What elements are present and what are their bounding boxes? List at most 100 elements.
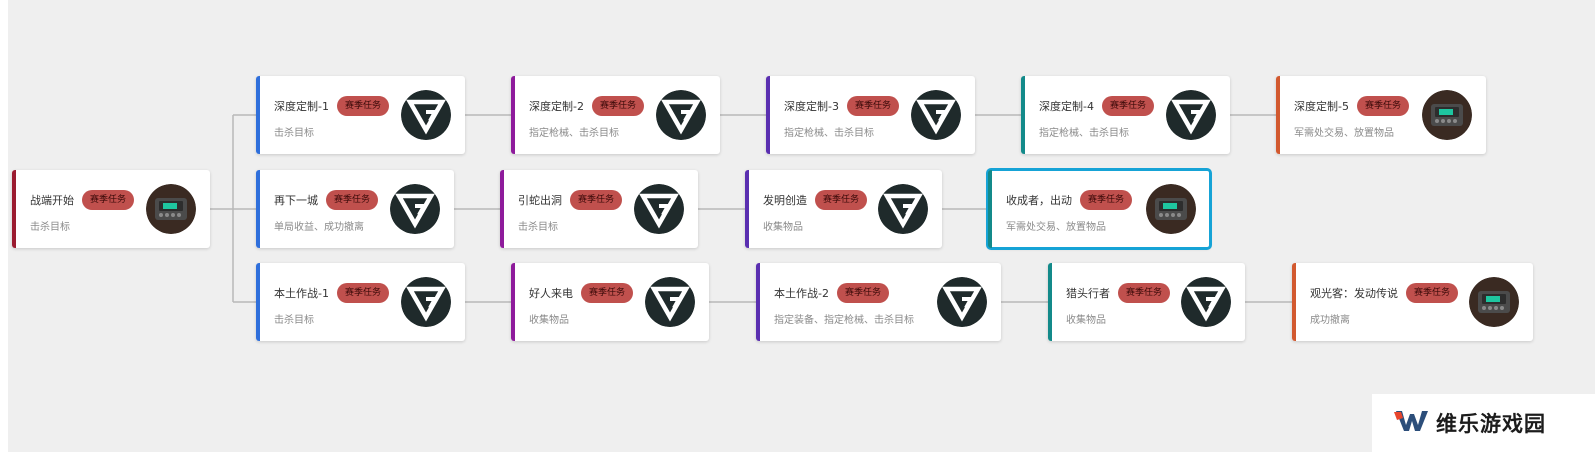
quest-title: 引蛇出洞 (518, 194, 562, 207)
card-title-row: 深度定制-1 赛季任务 (274, 96, 389, 116)
g-logo-icon (656, 90, 706, 140)
quest-title: 猎头行者 (1066, 287, 1110, 300)
card-accent-bar (756, 263, 760, 341)
card-title-row: 发明创造赛季任务 (763, 190, 868, 210)
quest-card-r3c2[interactable]: 好人来电赛季任务收集物品 (511, 263, 709, 341)
quest-title: 好人来电 (529, 287, 573, 300)
quest-objectives: 击杀目标 (274, 128, 314, 139)
quest-objectives: 击杀目标 (518, 222, 558, 233)
quest-card-r1c2[interactable]: 深度定制-2 赛季任务指定枪械、击杀目标 (511, 76, 720, 154)
g-logo-icon (937, 277, 987, 327)
brand-name: 维乐游戏园 (1436, 412, 1546, 436)
g-logo-icon (878, 184, 928, 234)
quest-title: 战端开始 (30, 194, 74, 207)
card-title-row: 深度定制-4 赛季任务 (1039, 96, 1154, 116)
season-task-badge: 赛季任务 (591, 96, 644, 116)
quest-objectives: 收集物品 (763, 222, 803, 233)
card-title-row: 猎头行者赛季任务 (1066, 283, 1171, 303)
card-accent-bar (256, 263, 260, 341)
quest-title: 收成者，出动 (1006, 194, 1072, 207)
quest-card-r3c5[interactable]: 观光客：发动传说赛季任务成功撤离 (1292, 263, 1533, 341)
card-title-row: 再下一城赛季任务 (274, 190, 379, 210)
season-task-badge: 赛季任务 (836, 283, 889, 303)
quest-objectives: 指定装备、指定枪械、击杀目标 (774, 315, 914, 326)
quest-objectives: 击杀目标 (30, 222, 70, 233)
g-logo-icon (401, 277, 451, 327)
card-accent-bar (500, 170, 504, 248)
quest-title: 深度定制-1 (274, 100, 329, 113)
card-accent-bar (1276, 76, 1280, 154)
g-logo-icon (390, 184, 440, 234)
quest-objectives: 收集物品 (529, 315, 569, 326)
card-title-row: 深度定制-5 赛季任务 (1294, 96, 1409, 116)
quest-title: 再下一城 (274, 194, 318, 207)
season-task-badge: 赛季任务 (1080, 190, 1133, 210)
left-edge-strip (0, 0, 8, 452)
season-task-badge: 赛季任务 (570, 190, 623, 210)
quest-card-r2c1[interactable]: 再下一城赛季任务单局收益、成功撤离 (256, 170, 454, 248)
season-task-badge: 赛季任务 (336, 96, 389, 116)
quest-card-r1c5[interactable]: 深度定制-5 赛季任务军需处交易、放置物品 (1276, 76, 1486, 154)
quest-title: 深度定制-4 (1039, 100, 1094, 113)
quest-title: 发明创造 (763, 194, 807, 207)
season-task-badge: 赛季任务 (326, 190, 379, 210)
g-logo-icon (634, 184, 684, 234)
quest-card-r1c1[interactable]: 深度定制-1 赛季任务击杀目标 (256, 76, 465, 154)
quest-card-start[interactable]: 战端开始赛季任务击杀目标 (12, 170, 210, 248)
brand-watermark: 维乐游戏园 (1372, 394, 1595, 452)
card-accent-bar (511, 263, 515, 341)
quest-objectives: 指定枪械、击杀目标 (529, 128, 619, 139)
season-task-badge: 赛季任务 (846, 96, 899, 116)
card-accent-bar (766, 76, 770, 154)
quest-title: 深度定制-5 (1294, 100, 1349, 113)
quest-title: 观光客：发动传说 (1310, 287, 1398, 300)
quest-objectives: 军需处交易、放置物品 (1006, 222, 1106, 233)
season-task-badge: 赛季任务 (581, 283, 634, 303)
quest-objectives: 军需处交易、放置物品 (1294, 128, 1394, 139)
g-logo-icon (911, 90, 961, 140)
quest-card-r2c2[interactable]: 引蛇出洞赛季任务击杀目标 (500, 170, 698, 248)
card-accent-bar (12, 170, 16, 248)
quest-title: 深度定制-2 (529, 100, 584, 113)
quest-card-r3c3[interactable]: 本土作战-2 赛季任务指定装备、指定枪械、击杀目标 (756, 263, 1001, 341)
card-title-row: 收成者，出动赛季任务 (1006, 190, 1133, 210)
card-accent-bar (511, 76, 515, 154)
w-logo-icon (1394, 408, 1430, 438)
quest-card-r2c3[interactable]: 发明创造赛季任务收集物品 (745, 170, 942, 248)
quest-objectives: 指定枪械、击杀目标 (1039, 128, 1129, 139)
card-accent-bar (1048, 263, 1052, 341)
card-title-row: 深度定制-3 赛季任务 (784, 96, 899, 116)
quest-objectives: 单局收益、成功撤离 (274, 222, 364, 233)
season-task-badge: 赛季任务 (1101, 96, 1154, 116)
card-accent-bar (988, 170, 992, 248)
quest-card-r2c4[interactable]: 收成者，出动赛季任务军需处交易、放置物品 (986, 168, 1212, 250)
quest-card-r3c4[interactable]: 猎头行者赛季任务收集物品 (1048, 263, 1245, 341)
season-task-badge: 赛季任务 (1118, 283, 1171, 303)
card-title-row: 战端开始赛季任务 (30, 190, 135, 210)
quest-card-r1c4[interactable]: 深度定制-4 赛季任务指定枪械、击杀目标 (1021, 76, 1230, 154)
card-accent-bar (745, 170, 749, 248)
season-task-badge: 赛季任务 (336, 283, 389, 303)
quest-title: 深度定制-3 (784, 100, 839, 113)
card-title-row: 本土作战-2 赛季任务 (774, 283, 889, 303)
card-accent-bar (1021, 76, 1025, 154)
season-task-badge: 赛季任务 (815, 190, 868, 210)
device-icon (1422, 90, 1472, 140)
season-task-badge: 赛季任务 (82, 190, 135, 210)
quest-title: 本土作战-2 (774, 287, 829, 300)
quest-card-r1c3[interactable]: 深度定制-3 赛季任务指定枪械、击杀目标 (766, 76, 975, 154)
card-accent-bar (1292, 263, 1296, 341)
card-title-row: 好人来电赛季任务 (529, 283, 634, 303)
card-accent-bar (256, 76, 260, 154)
card-title-row: 深度定制-2 赛季任务 (529, 96, 644, 116)
device-icon (1469, 277, 1519, 327)
card-accent-bar (256, 170, 260, 248)
quest-objectives: 成功撤离 (1310, 315, 1350, 326)
season-task-badge: 赛季任务 (1406, 283, 1459, 303)
season-task-badge: 赛季任务 (1356, 96, 1409, 116)
quest-objectives: 指定枪械、击杀目标 (784, 128, 874, 139)
